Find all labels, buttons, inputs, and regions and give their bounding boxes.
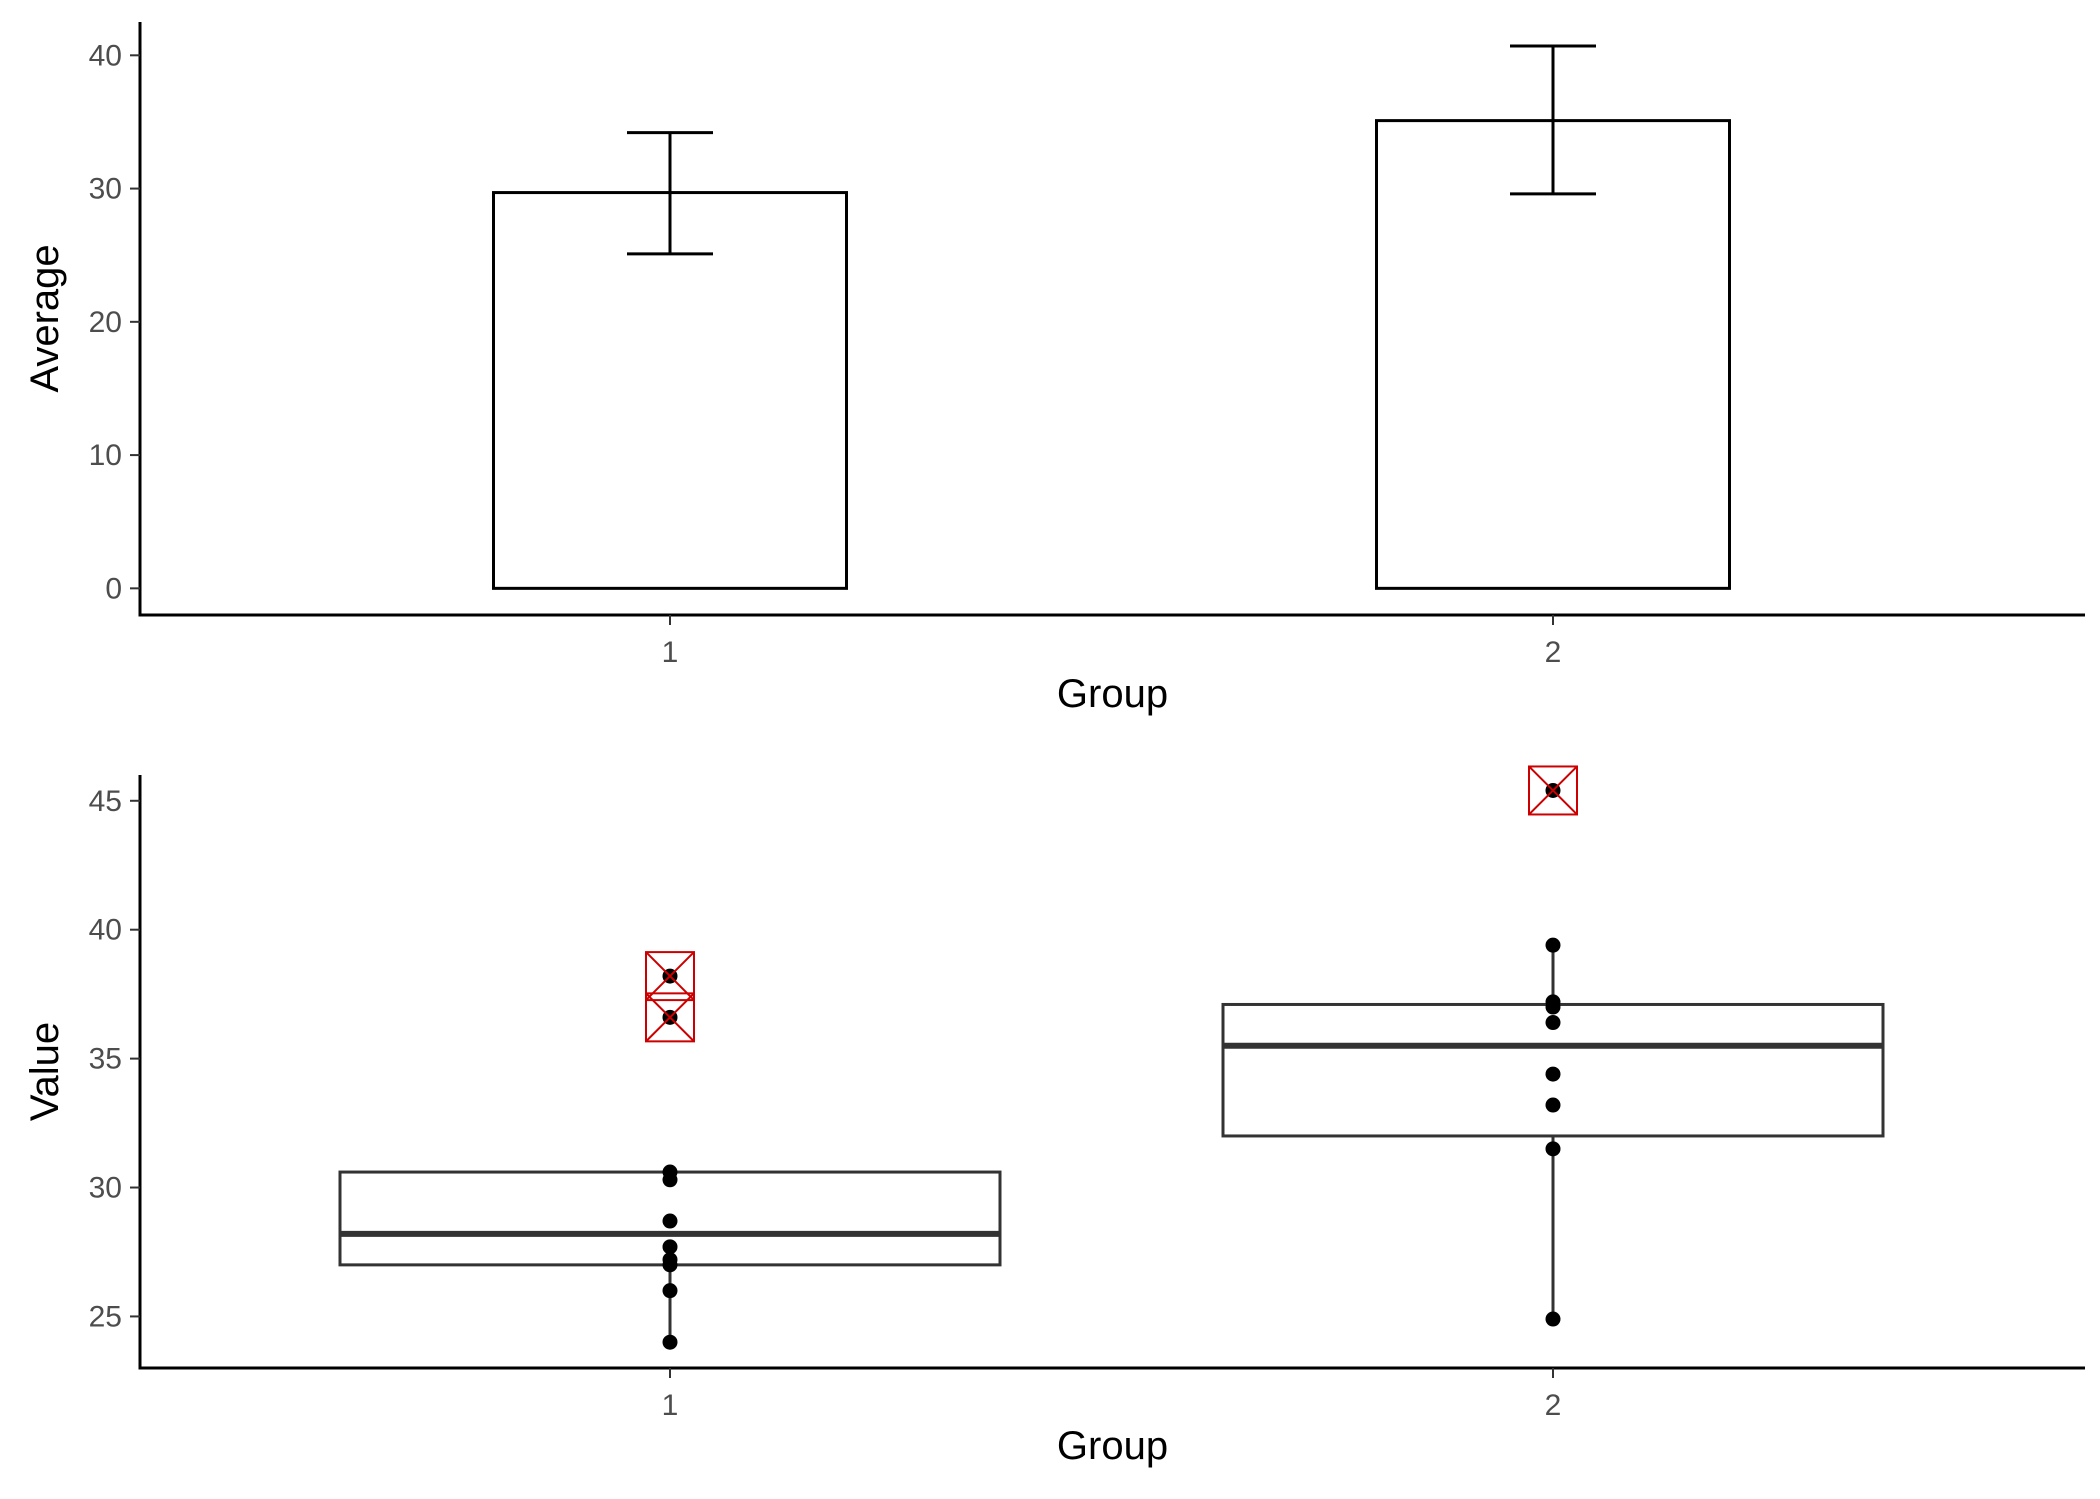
outlier-cross — [645, 992, 695, 1043]
y-tick-label: 10 — [89, 439, 122, 472]
x-tick-label: 1 — [662, 636, 679, 669]
data-point — [1545, 1141, 1561, 1157]
y-tick-label: 0 — [105, 572, 122, 605]
y-tick-label: 30 — [89, 173, 122, 206]
x-tick-label: 1 — [662, 1389, 679, 1422]
x-tick-label: 2 — [1545, 1389, 1562, 1422]
y-axis-title: Average — [23, 244, 67, 392]
y-tick-label: 30 — [89, 1172, 122, 1205]
outlier-cross — [1528, 765, 1578, 816]
outlier-box — [645, 951, 695, 1002]
data-point — [1545, 1097, 1561, 1113]
outlier-box — [645, 992, 695, 1043]
outlier-box — [1528, 765, 1578, 816]
x-axis-title: Group — [1057, 1424, 1168, 1468]
outlier-marker — [645, 951, 695, 1002]
y-tick-label: 25 — [89, 1300, 122, 1333]
data-point — [662, 1213, 678, 1229]
outlier-marker — [645, 992, 695, 1043]
y-tick-label: 20 — [89, 306, 122, 339]
y-tick-label: 45 — [89, 785, 122, 818]
data-point — [1545, 1066, 1561, 1082]
data-point — [1545, 937, 1561, 953]
data-point — [1545, 994, 1561, 1010]
data-point — [662, 1164, 678, 1180]
y-tick-label: 40 — [89, 914, 122, 947]
y-tick-label: 40 — [89, 39, 122, 72]
y-tick-label: 35 — [89, 1043, 122, 1076]
bar-group-1 — [492, 191, 848, 590]
data-point — [662, 1334, 678, 1350]
data-point — [662, 1283, 678, 1299]
outlier-cross — [645, 951, 695, 1001]
data-point — [1545, 1311, 1561, 1327]
data-point — [662, 1239, 678, 1255]
x-axis-title: Group — [1057, 672, 1168, 716]
data-point — [1545, 1015, 1561, 1031]
data-point — [662, 1252, 678, 1268]
x-tick-label: 2 — [1545, 636, 1562, 669]
y-axis-title: Value — [23, 1022, 67, 1121]
outlier-marker — [1528, 765, 1578, 816]
